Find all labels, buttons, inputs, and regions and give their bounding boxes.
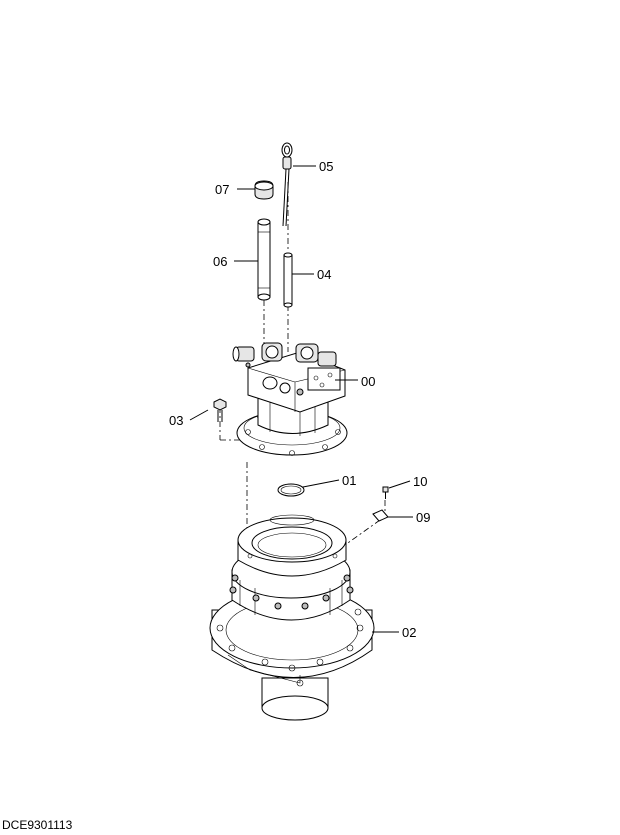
callout-04: 04	[317, 267, 332, 282]
part-05-level-gauge	[281, 142, 293, 227]
document-id: DCE9301113	[2, 818, 73, 832]
callout-00: 00	[361, 374, 376, 389]
part-07-cap	[254, 180, 274, 200]
leader-lines	[189, 165, 413, 633]
part-06-pipe	[257, 218, 271, 301]
callout-09: 09	[416, 510, 431, 525]
part-09-plate	[372, 509, 389, 522]
callout-03: 03	[169, 413, 184, 428]
part-03-bolt	[213, 398, 227, 422]
callout-05: 05	[319, 159, 334, 174]
part-00-swing-motor	[232, 342, 348, 456]
callout-07: 07	[215, 182, 230, 197]
part-01-ring	[277, 483, 305, 497]
callout-02: 02	[402, 625, 417, 640]
callout-01: 01	[342, 473, 357, 488]
part-04-pipe	[283, 252, 293, 308]
callout-06: 06	[213, 254, 228, 269]
callout-10: 10	[413, 474, 428, 489]
part-10-screw	[382, 486, 389, 499]
part-02-reduction-gear	[209, 514, 375, 721]
